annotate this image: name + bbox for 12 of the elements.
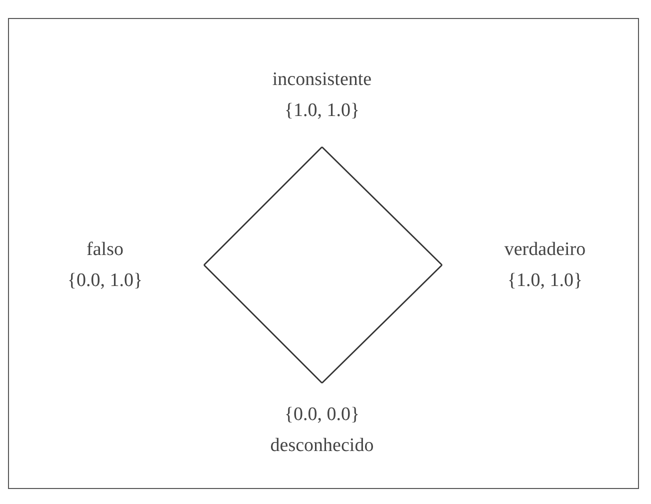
node-label: {1.0, 1.0}	[506, 269, 584, 293]
node-label: desconhecido	[269, 434, 375, 458]
diamond-edge	[322, 146, 442, 266]
diamond-edge	[204, 264, 322, 384]
node-label: verdadeiro	[503, 238, 587, 262]
diamond-edge	[322, 264, 442, 384]
node-label: inconsistente	[271, 68, 373, 92]
diamond-edge	[204, 146, 322, 266]
node-label: {0.0, 1.0}	[66, 269, 144, 293]
node-label: {0.0, 0.0}	[283, 403, 361, 427]
node-label: falso	[86, 238, 124, 262]
node-label: {1.0, 1.0}	[283, 99, 361, 123]
